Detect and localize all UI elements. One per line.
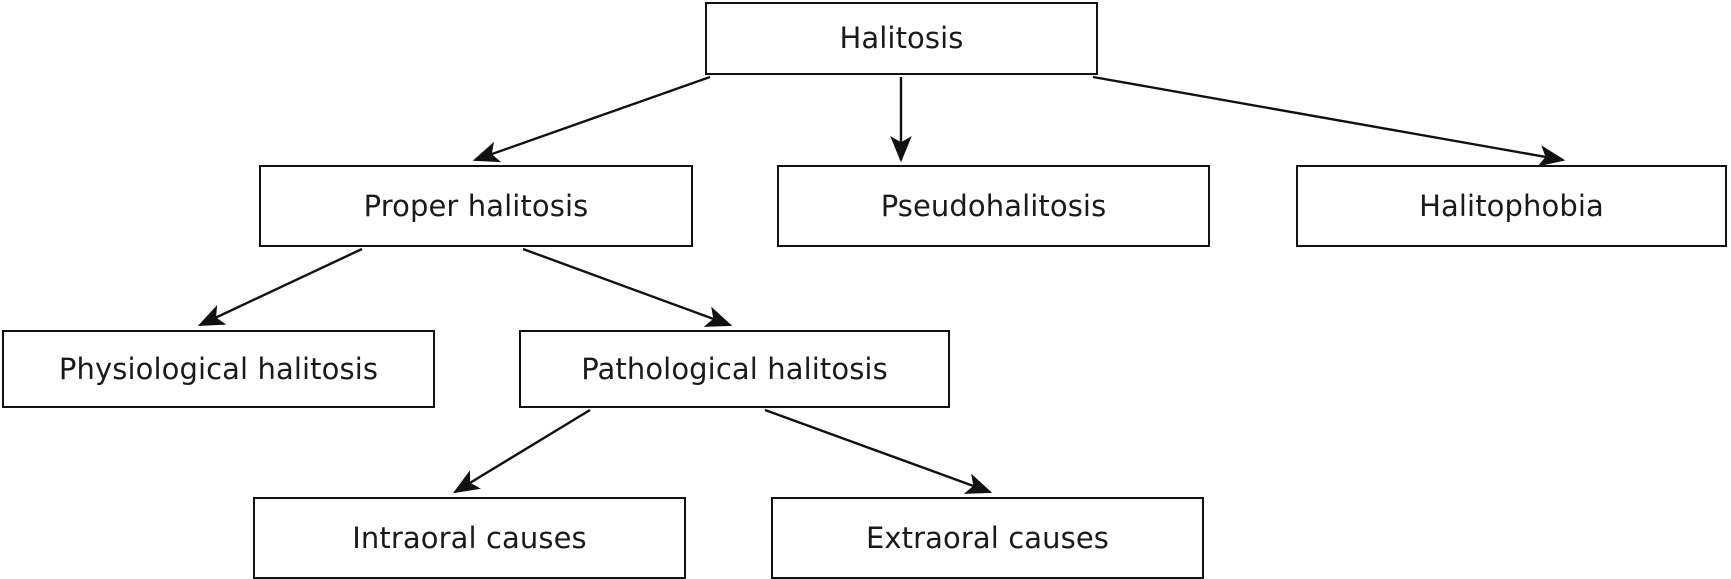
node-physiological-halitosis[interactable]: Physiological halitosis	[2, 330, 435, 408]
node-halitophobia[interactable]: Halitophobia	[1296, 165, 1727, 247]
node-intraoral-causes[interactable]: Intraoral causes	[253, 497, 686, 579]
edge-pathological-halitosis-to-extraoral-causes	[764, 408, 993, 494]
node-label-extraoral-causes: Extraoral causes	[865, 520, 1110, 555]
node-label-proper-halitosis: Proper halitosis	[363, 188, 589, 223]
edge-halitosis-to-proper-halitosis	[472, 75, 711, 163]
node-pathological-halitosis[interactable]: Pathological halitosis	[519, 330, 950, 408]
node-label-pseudohalitosis: Pseudohalitosis	[880, 188, 1107, 223]
node-label-halitophobia: Halitophobia	[1419, 188, 1604, 223]
node-label-halitosis: Halitosis	[839, 21, 964, 55]
node-label-physiological-halitosis: Physiological halitosis	[58, 351, 379, 386]
node-pseudohalitosis[interactable]: Pseudohalitosis	[777, 165, 1210, 247]
node-proper-halitosis[interactable]: Proper halitosis	[259, 165, 693, 247]
edge-pathological-halitosis-to-intraoral-causes	[452, 408, 591, 494]
edge-proper-halitosis-to-pathological-halitosis	[522, 247, 733, 327]
node-extraoral-causes[interactable]: Extraoral causes	[771, 497, 1204, 579]
node-label-pathological-halitosis: Pathological halitosis	[581, 351, 888, 386]
edge-halitosis-to-halitophobia	[1092, 75, 1566, 167]
edge-proper-halitosis-to-physiological-halitosis	[197, 247, 363, 327]
node-halitosis[interactable]: Halitosis	[705, 2, 1098, 75]
node-label-intraoral-causes: Intraoral causes	[352, 520, 587, 555]
